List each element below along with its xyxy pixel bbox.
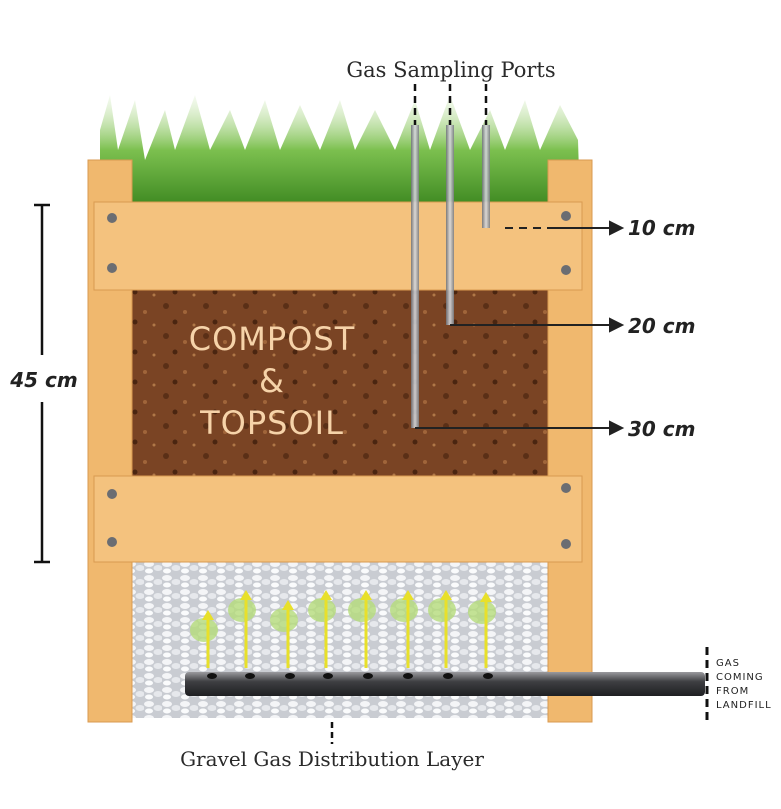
port-dashes xyxy=(413,84,488,125)
gas-arrow xyxy=(428,590,456,668)
gas-arrows xyxy=(190,590,496,668)
soil-label: COMPOST & TOPSOIL xyxy=(189,320,355,442)
gas-arrow xyxy=(190,610,218,668)
gas-arrow xyxy=(468,592,496,668)
soil-label-line: & xyxy=(259,362,285,400)
gas-label-line: GAS xyxy=(716,658,740,669)
gas-arrow xyxy=(228,590,256,668)
pipe-holes xyxy=(207,673,493,679)
grass xyxy=(100,95,580,205)
gas-label: GAS COMING FROM LANDFILL xyxy=(716,658,772,711)
depth-arrows xyxy=(415,220,625,436)
gas-arrow xyxy=(270,600,298,668)
pipe-hole xyxy=(285,673,295,679)
title: Gas Sampling Ports xyxy=(346,58,555,82)
gas-arrow xyxy=(348,590,376,668)
sampling-ports xyxy=(411,125,490,428)
soil-label-line: TOPSOIL xyxy=(199,404,344,442)
gas-arrow xyxy=(308,590,336,668)
gas-label-line: COMING xyxy=(716,672,764,683)
height-label: 45 cm xyxy=(9,368,78,392)
gas-label-line: LANDFILL xyxy=(716,700,772,711)
gas-label-line: FROM xyxy=(716,686,749,697)
pipe-hole xyxy=(363,673,373,679)
gas-pipe xyxy=(185,672,705,696)
pipe-hole xyxy=(245,673,255,679)
depth-label-20: 20 cm xyxy=(628,314,696,338)
depth-label-30: 30 cm xyxy=(628,417,696,441)
top-board xyxy=(93,201,583,291)
bottom-board xyxy=(93,475,583,563)
pipe-hole xyxy=(483,673,493,679)
height-bracket xyxy=(34,203,50,564)
soil-layer xyxy=(132,290,548,478)
screws xyxy=(107,211,571,549)
pipe-hole xyxy=(403,673,413,679)
pipe-hole xyxy=(323,673,333,679)
pipe-hole xyxy=(207,673,217,679)
pipe-hole xyxy=(443,673,453,679)
soil-label-line: COMPOST xyxy=(189,320,355,358)
bottom-label: Gravel Gas Distribution Layer xyxy=(180,747,484,771)
depth-label-10: 10 cm xyxy=(628,216,696,240)
gas-arrow xyxy=(390,590,418,668)
